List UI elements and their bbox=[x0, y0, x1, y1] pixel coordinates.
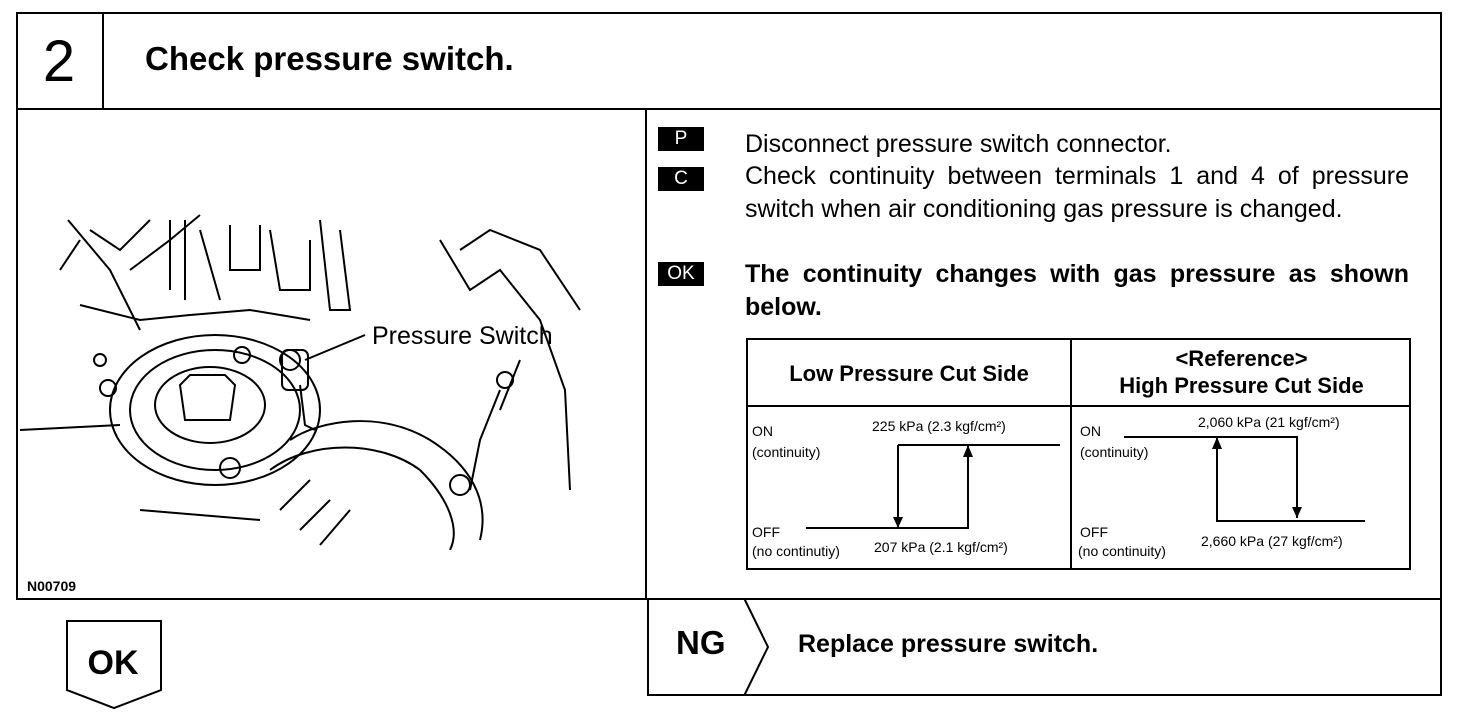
high-up-arrow bbox=[1212, 437, 1222, 449]
high-pressure-graph bbox=[1124, 436, 1365, 522]
ng-chevron bbox=[743, 598, 770, 696]
low-off-label: OFF bbox=[752, 524, 780, 540]
high-header: High Pressure Cut Side bbox=[1119, 373, 1364, 398]
low-pressure-graph bbox=[806, 444, 1060, 529]
body-divider bbox=[645, 108, 647, 600]
step-number: 2 bbox=[16, 12, 104, 110]
table-column-divider bbox=[1070, 338, 1072, 570]
tag-ok: OK bbox=[658, 262, 704, 286]
continuity-table bbox=[746, 338, 1411, 570]
figure-id: N00709 bbox=[27, 578, 77, 594]
high-down-arrow bbox=[1292, 507, 1302, 518]
ok-result-label: OK bbox=[87, 644, 139, 682]
engine-illustration bbox=[20, 214, 581, 550]
step-header bbox=[16, 12, 1442, 110]
high-on-sub: (continuity) bbox=[1080, 444, 1149, 460]
ng-label: NG bbox=[676, 624, 726, 661]
low-header: Low Pressure Cut Side bbox=[789, 361, 1029, 386]
ng-result-box bbox=[647, 598, 1442, 696]
pressure-switch-callout: Pressure Switch bbox=[372, 322, 553, 350]
high-lower-value: 2,660 kPa (27 kgf/cm²) bbox=[1201, 533, 1343, 549]
tag-p: P bbox=[658, 127, 704, 151]
high-off-line bbox=[1216, 437, 1365, 522]
low-off-sub: (no continutiy) bbox=[752, 543, 840, 559]
low-down-arrow bbox=[893, 517, 903, 528]
high-upper-value: 2,060 kPa (21 kgf/cm²) bbox=[1198, 414, 1340, 430]
ok-result-shape bbox=[66, 620, 162, 710]
instruction-c: Check continuity between terminals 1 and… bbox=[745, 162, 1409, 223]
high-on-label: ON bbox=[1080, 423, 1101, 439]
high-off-sub: (no continuity) bbox=[1078, 543, 1166, 559]
table-header-divider bbox=[746, 405, 1411, 407]
low-lower-value: 207 kPa (2.1 kgf/cm²) bbox=[874, 539, 1008, 555]
low-off-line bbox=[806, 445, 969, 529]
ng-action: Replace pressure switch. bbox=[798, 630, 1099, 658]
step-title: Check pressure switch. bbox=[145, 40, 514, 77]
tag-c: C bbox=[658, 167, 704, 191]
instruction-ok: The continuity changes with gas pressure… bbox=[745, 260, 1409, 321]
low-up-arrow bbox=[963, 445, 973, 457]
instruction-p: Disconnect pressure switch connector. bbox=[745, 130, 1172, 158]
high-on-line bbox=[1124, 436, 1298, 518]
low-on-sub: (continuity) bbox=[752, 444, 821, 460]
high-off-label: OFF bbox=[1080, 524, 1108, 540]
low-on-label: ON bbox=[752, 423, 773, 439]
low-upper-value: 225 kPa (2.3 kgf/cm²) bbox=[872, 418, 1006, 434]
high-header-reference: <Reference> bbox=[1175, 346, 1308, 371]
